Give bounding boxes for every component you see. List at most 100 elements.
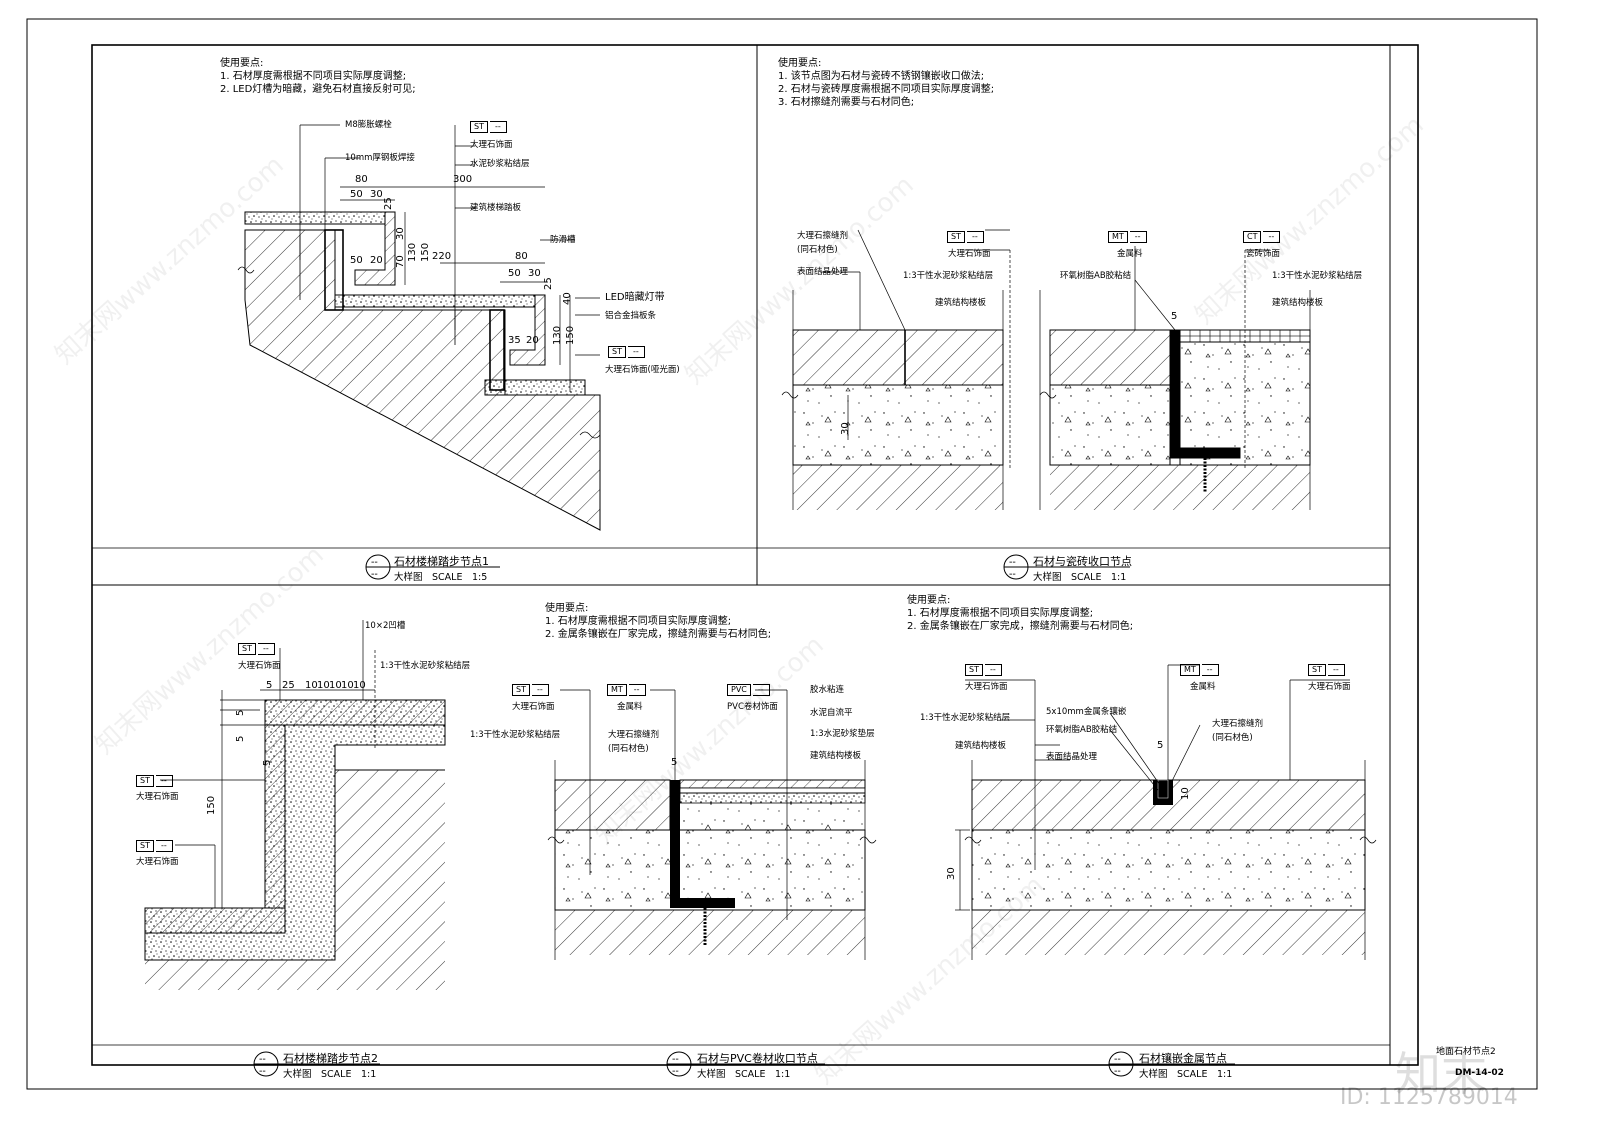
- p4-dry-mortar-label: 1:3干性水泥砂浆粘结层: [470, 730, 561, 740]
- p4-marble-label: 大理石饰面: [512, 702, 555, 712]
- outer-border: [26, 18, 1538, 1090]
- panel1-ref-bottom: --: [371, 569, 378, 580]
- p4-dim: 5: [671, 757, 678, 768]
- p2-tag-mt: MT--: [1108, 231, 1147, 243]
- p1-dim: 50: [350, 255, 363, 266]
- panel5-notes: 使用要点:1. 石材厚度需根据不同项目实际厚度调整;2. 金属条镶嵌在厂家完成，…: [907, 595, 1134, 632]
- panel5-scale: 大样图 SCALE 1:1: [1139, 1069, 1233, 1080]
- p1-dim: 300: [453, 174, 473, 185]
- p5-dry-mortar-label: 1:3干性水泥砂浆粘结层: [920, 713, 1011, 723]
- title-bubbles: [253, 554, 1235, 1077]
- p1-marble-label: 大理石饰面: [470, 140, 513, 150]
- p5-dim: 10: [1180, 787, 1191, 800]
- p1-dim: 25: [383, 197, 394, 210]
- panel3-title: 石材楼梯踏步节点2: [283, 1052, 378, 1065]
- p4-grout-label: 大理石擦缝剂: [608, 730, 660, 740]
- p5-dim: 30: [946, 867, 957, 880]
- watermark-logo: 知末: [1395, 1047, 1487, 1101]
- panel4-ref-bottom: --: [672, 1066, 679, 1077]
- p4-slab-label: 建筑结构楼板: [810, 751, 862, 761]
- p4-tag-pvc: PVC--: [727, 684, 770, 696]
- panel4-ref-top: --: [672, 1054, 679, 1065]
- p1-dim: 30: [528, 268, 541, 279]
- p1-tag-st2: ST--: [608, 346, 645, 358]
- p2-epoxy-label: 环氧树脂AB胶粘结: [1060, 271, 1132, 281]
- panel5-title: 石材镶嵌金属节点: [1139, 1052, 1227, 1065]
- p4-metal-label: 金属料: [617, 702, 643, 712]
- panel1-ref-top: --: [371, 557, 378, 568]
- p1-dim: 150: [565, 325, 576, 345]
- panel5-ref-bottom: --: [1114, 1066, 1121, 1077]
- p2-slab-label: 建筑结构楼板: [935, 298, 987, 308]
- p1-groove-label: 防滑槽: [550, 235, 576, 245]
- p5-grout-label: 大理石擦缝剂: [1212, 719, 1264, 729]
- inner-border: [91, 44, 1419, 1066]
- p1-dim: 20: [526, 335, 539, 346]
- p1-steel-label: 10mm厚钢板焊接: [345, 153, 415, 163]
- p3-dim: 5: [266, 680, 273, 691]
- p3-dim: 25: [282, 680, 295, 691]
- p5-marble-r-label: 大理石饰面: [1308, 682, 1351, 692]
- p5-metal-label: 金属料: [1190, 682, 1216, 692]
- panel4-notes: 使用要点:1. 石材厚度需根据不同项目实际厚度调整;2. 金属条镶嵌在厂家完成，…: [545, 603, 772, 640]
- panel1-scale: 大样图 SCALE 1:5: [394, 572, 488, 583]
- p1-dim: 130: [407, 242, 418, 262]
- p1-dim: 30: [395, 227, 406, 240]
- p2-slab2-label: 建筑结构楼板: [1272, 298, 1324, 308]
- p5-tag-mt: MT--: [1180, 664, 1219, 676]
- p3-dim: 10: [329, 680, 342, 691]
- p1-dim: 220: [432, 251, 452, 262]
- panel2-title: 石材与瓷砖收口节点: [1033, 555, 1132, 568]
- panel3-scale: 大样图 SCALE 1:1: [283, 1069, 377, 1080]
- p4-grout-note: (同石材色): [608, 744, 649, 754]
- p3-dim: 10: [353, 680, 366, 691]
- panel3-ref-bottom: --: [259, 1066, 266, 1077]
- p1-dim: 20: [370, 255, 383, 266]
- p3-marble-a-label: 大理石饰面: [136, 792, 179, 802]
- p2-tag-ct: CT--: [1243, 231, 1281, 243]
- p3-dim: 10: [305, 680, 318, 691]
- p3-tag-st-a: ST--: [136, 775, 173, 787]
- p4-tag-mt: MT--: [607, 684, 646, 696]
- p3-tag-st-b: ST--: [136, 840, 173, 852]
- p3-dim: 150: [206, 795, 217, 815]
- p4-tag-st: ST--: [512, 684, 549, 696]
- p4-mortar-bed-label: 1:3水泥砂浆垫层: [810, 729, 875, 739]
- p3-dry-mortar-label: 1:3干性水泥砂浆粘结层: [380, 661, 471, 671]
- drawing-number: DM-14-02: [1455, 1068, 1504, 1078]
- p1-dim: 25: [543, 277, 554, 290]
- p1-dim: 70: [395, 255, 406, 268]
- p4-glue-label: 胶水粘连: [810, 685, 845, 695]
- panel3-ref-top: --: [259, 1054, 266, 1065]
- p1-dim: 80: [355, 174, 368, 185]
- panel2-graphic: [781, 229, 1311, 510]
- p1-dim: 40: [562, 292, 573, 305]
- p1-bolt-label: M8膨胀螺栓: [345, 120, 392, 130]
- panel1-notes: 使用要点:1. 石材厚度需根据不同项目实际厚度调整;2. LED灯槽为暗藏，避免…: [220, 58, 416, 95]
- p5-tag-st: ST--: [965, 664, 1002, 676]
- p1-dim: 50: [350, 189, 363, 200]
- p3-notch-label: 10×2凹槽: [365, 621, 406, 631]
- panel3-graphic: [144, 620, 446, 990]
- p2-dim: 5: [1171, 311, 1178, 322]
- p5-marble-label: 大理石饰面: [965, 682, 1008, 692]
- p1-dim: 80: [515, 251, 528, 262]
- p1-marble-polish-label: 大理石饰面(哑光面): [605, 365, 680, 375]
- p1-dim: 130: [552, 325, 563, 345]
- p1-led-label: LED暗藏灯带: [605, 292, 665, 303]
- panel2-ref-top: --: [1009, 557, 1016, 568]
- p1-dim: 150: [420, 242, 431, 262]
- p2-grout-note: (同石材色): [797, 245, 838, 255]
- p5-slab-label: 建筑结构楼板: [955, 741, 1007, 751]
- panel4-scale: 大样图 SCALE 1:1: [697, 1069, 791, 1080]
- p5-epoxy-label: 环氧树脂AB胶粘结: [1046, 725, 1118, 735]
- p2-dry-mortar-label: 1:3干性水泥砂浆粘结层: [903, 271, 994, 281]
- p5-crystal-label: 表面结晶处理: [1046, 752, 1098, 762]
- p3-dim: 10: [317, 680, 330, 691]
- p4-self-level-label: 水泥自流平: [810, 708, 853, 718]
- p3-dim: 5: [262, 759, 273, 766]
- side-title: 地面石材节点2: [1436, 1047, 1496, 1057]
- p2-metal-label: 金属料: [1117, 249, 1143, 259]
- p5-tag-st2: ST--: [1308, 664, 1345, 676]
